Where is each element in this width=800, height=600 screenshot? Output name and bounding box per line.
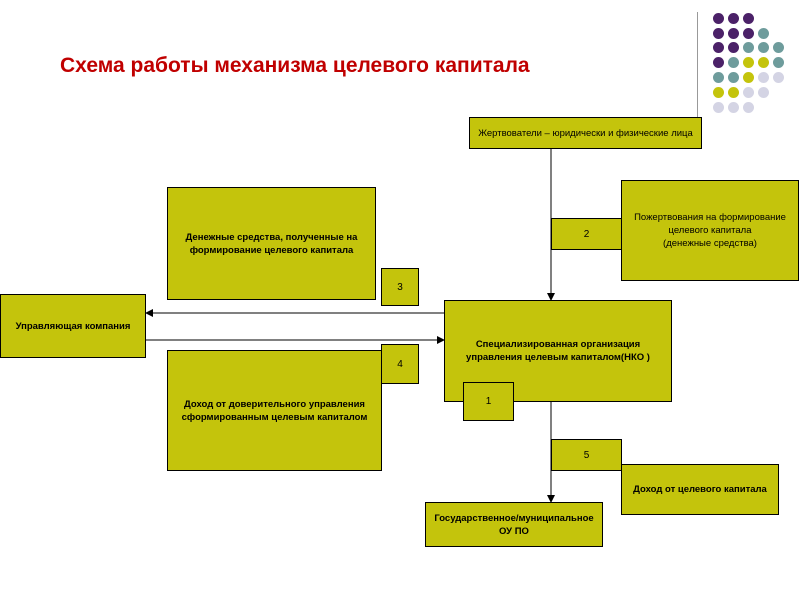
decor-dot <box>713 57 724 68</box>
funds-received-label: Денежные средства, полученные на формиро… <box>185 231 358 256</box>
decor-dot <box>728 57 739 68</box>
decor-dot <box>743 13 754 24</box>
donations-box: Пожертвования на формирование целевого к… <box>621 180 799 281</box>
number-3-label: 3 <box>397 281 403 293</box>
decor-dot <box>728 72 739 83</box>
decor-dot <box>758 28 769 39</box>
donations-label: Пожертвования на формирование целевого к… <box>634 212 786 249</box>
decor-dot <box>743 102 754 113</box>
decor-dot <box>713 28 724 39</box>
decor-dot <box>773 57 784 68</box>
number-5-label: 5 <box>583 449 590 461</box>
decor-dot <box>713 87 724 98</box>
number-4-label: 4 <box>397 358 403 370</box>
donors-label: Жертвователи – юридически и физические л… <box>478 127 693 139</box>
decor-dot <box>758 42 769 53</box>
page-title: Схема работы механизма целевого капитала <box>60 54 530 77</box>
state-org-box: Государственное/муниципальное ОУ ПО <box>425 502 603 547</box>
donors-box: Жертвователи – юридически и физические л… <box>469 117 702 149</box>
trust-income-box: Доход от доверительного управления сформ… <box>167 350 382 471</box>
number-2-box: 2 <box>551 218 622 250</box>
capital-income-box: Доход от целевого капитала <box>621 464 779 515</box>
decor-dot <box>743 87 754 98</box>
decor-dot <box>773 42 784 53</box>
decor-dot <box>758 87 769 98</box>
capital-income-label: Доход от целевого капитала <box>633 484 767 495</box>
decor-dot <box>713 42 724 53</box>
decor-dot <box>728 102 739 113</box>
decor-dot <box>758 72 769 83</box>
nko-label: Специализированная организация управлени… <box>466 339 650 363</box>
management-company-label: Управляющая компания <box>15 320 131 332</box>
decor-dot <box>743 57 754 68</box>
decor-dot <box>773 72 784 83</box>
decor-divider <box>697 12 698 130</box>
decor-dot <box>713 102 724 113</box>
number-1-label: 1 <box>485 396 492 407</box>
number-5-box: 5 <box>551 439 622 471</box>
number-3-box: 3 <box>381 268 419 306</box>
decor-dot <box>728 87 739 98</box>
management-company-box: Управляющая компания <box>0 294 146 358</box>
decor-dot <box>743 42 754 53</box>
decor-dot <box>743 28 754 39</box>
number-4-box: 4 <box>381 344 419 384</box>
decor-dot <box>728 13 739 24</box>
decor-dot <box>758 57 769 68</box>
funds-received-box: Денежные средства, полученные на формиро… <box>167 187 376 300</box>
trust-income-label: Доход от доверительного управления сформ… <box>181 398 368 423</box>
decor-dot <box>728 42 739 53</box>
state-org-label: Государственное/муниципальное ОУ ПО <box>434 512 594 537</box>
decor-dot <box>713 13 724 24</box>
number-1-box: 1 <box>463 382 514 421</box>
decor-dot <box>728 28 739 39</box>
decor-dot <box>713 72 724 83</box>
number-2-label: 2 <box>583 228 590 240</box>
decor-dot <box>743 72 754 83</box>
